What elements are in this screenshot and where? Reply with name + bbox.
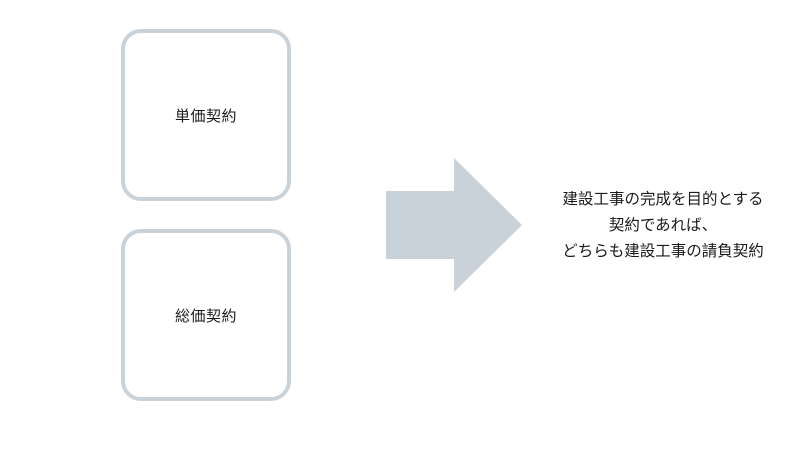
arrow-shape [386, 158, 522, 292]
conclusion-line-3: どちらも建設工事の請負契約 [562, 242, 764, 260]
unit-price-contract-box: 単価契約 [121, 29, 291, 201]
unit-price-contract-label: 単価契約 [174, 106, 237, 125]
conclusion-text: 建設工事の完成を目的とする 契約であれば、 どちらも建設工事の請負契約 [532, 186, 794, 264]
right-arrow-icon [386, 158, 522, 292]
lump-sum-contract-label: 総価契約 [174, 306, 237, 325]
conclusion-line-1: 建設工事の完成を目的とする [562, 190, 764, 208]
conclusion-line-2: 契約であれば、 [608, 216, 718, 234]
lump-sum-contract-box: 総価契約 [121, 229, 291, 401]
